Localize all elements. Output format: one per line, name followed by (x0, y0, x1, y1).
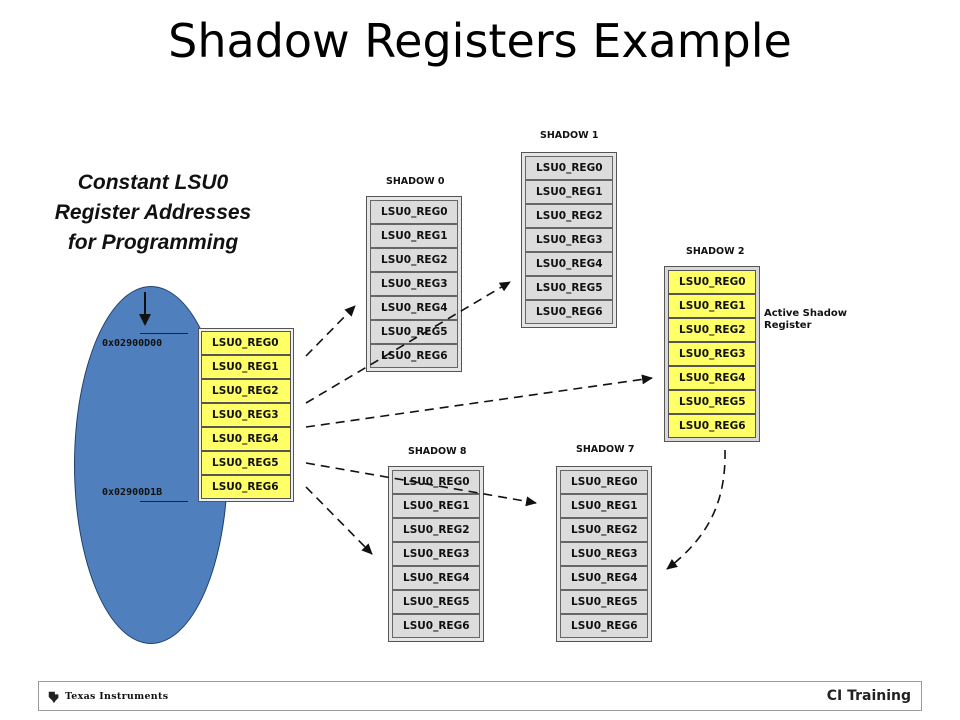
end-address-line (140, 501, 188, 502)
shadow-2-register: LSU0_REG2 (668, 318, 756, 342)
shadow-8-label: SHADOW 8 (408, 446, 467, 457)
shadow-2-register: LSU0_REG0 (668, 270, 756, 294)
brand-text: Texas Instruments (65, 691, 169, 702)
shadow-7-register: LSU0_REG6 (560, 614, 648, 638)
shadow-1-register: LSU0_REG5 (525, 276, 613, 300)
shadow-1-register: LSU0_REG2 (525, 204, 613, 228)
down-arrow-icon (144, 292, 146, 318)
active-shadow-label: Active Shadow Register (764, 308, 847, 331)
constant-register: LSU0_REG3 (201, 403, 291, 427)
constant-register: LSU0_REG0 (201, 331, 291, 355)
shadow-2-register: LSU0_REG5 (668, 390, 756, 414)
shadow-1-register: LSU0_REG6 (525, 300, 613, 324)
shadow-7-label: SHADOW 7 (576, 444, 635, 455)
arrow-to-shadow-0 (305, 305, 356, 357)
shadow-2-stack: LSU0_REG0 LSU0_REG1 LSU0_REG2 LSU0_REG3 … (664, 266, 760, 442)
constant-register: LSU0_REG6 (201, 475, 291, 499)
shadow-8-register: LSU0_REG0 (392, 470, 480, 494)
start-address-line (140, 333, 188, 334)
footer-bar: Texas Instruments CI Training (38, 681, 922, 711)
shadow-7-register: LSU0_REG3 (560, 542, 648, 566)
arrow-shadow-2-to-shadow-7 (666, 449, 726, 570)
page-title: Shadow Registers Example (168, 14, 792, 68)
shadow-1-label: SHADOW 1 (540, 130, 599, 141)
shadow-1-register: LSU0_REG4 (525, 252, 613, 276)
texas-instruments-logo-icon (48, 691, 59, 704)
shadow-0-register: LSU0_REG3 (370, 272, 458, 296)
shadow-8-stack: LSU0_REG0 LSU0_REG1 LSU0_REG2 LSU0_REG3 … (388, 466, 484, 642)
shadow-2-register: LSU0_REG3 (668, 342, 756, 366)
down-arrow-head-icon (139, 314, 151, 326)
shadow-1-stack: LSU0_REG0 LSU0_REG1 LSU0_REG2 LSU0_REG3 … (521, 152, 617, 328)
shadow-2-register: LSU0_REG1 (668, 294, 756, 318)
shadow-1-register: LSU0_REG3 (525, 228, 613, 252)
shadow-1-register: LSU0_REG1 (525, 180, 613, 204)
shadow-0-register: LSU0_REG1 (370, 224, 458, 248)
arrow-to-shadow-2 (305, 374, 653, 428)
shadow-7-register: LSU0_REG2 (560, 518, 648, 542)
arrow-to-shadow-8 (305, 486, 373, 555)
constant-register-stack: LSU0_REG0 LSU0_REG1 LSU0_REG2 LSU0_REG3 … (198, 328, 294, 502)
shadow-0-register: LSU0_REG5 (370, 320, 458, 344)
shadow-7-register: LSU0_REG0 (560, 470, 648, 494)
shadow-7-stack: LSU0_REG0 LSU0_REG1 LSU0_REG2 LSU0_REG3 … (556, 466, 652, 642)
shadow-0-register: LSU0_REG4 (370, 296, 458, 320)
shadow-7-register: LSU0_REG5 (560, 590, 648, 614)
shadow-7-register: LSU0_REG1 (560, 494, 648, 518)
constant-addresses-caption: Constant LSU0 Register Addresses for Pro… (54, 171, 252, 254)
start-address: 0x02900D00 (102, 338, 163, 349)
shadow-0-register: LSU0_REG0 (370, 200, 458, 224)
shadow-2-register: LSU0_REG6 (668, 414, 756, 438)
ci-training-label: CI Training (826, 688, 911, 704)
shadow-0-label: SHADOW 0 (386, 176, 445, 187)
arrow-to-shadow-1 (305, 281, 511, 404)
shadow-8-register: LSU0_REG5 (392, 590, 480, 614)
constant-register: LSU0_REG4 (201, 427, 291, 451)
constant-register: LSU0_REG1 (201, 355, 291, 379)
shadow-2-label: SHADOW 2 (686, 246, 745, 257)
arrow-to-shadow-7 (305, 462, 537, 507)
shadow-8-register: LSU0_REG2 (392, 518, 480, 542)
shadow-1-register: LSU0_REG0 (525, 156, 613, 180)
shadow-8-register: LSU0_REG1 (392, 494, 480, 518)
shadow-8-register: LSU0_REG3 (392, 542, 480, 566)
shadow-2-register: LSU0_REG4 (668, 366, 756, 390)
shadow-0-register: LSU0_REG2 (370, 248, 458, 272)
end-address: 0x02900D1B (102, 487, 163, 498)
constant-register: LSU0_REG5 (201, 451, 291, 475)
shadow-8-register: LSU0_REG4 (392, 566, 480, 590)
shadow-7-register: LSU0_REG4 (560, 566, 648, 590)
constant-register: LSU0_REG2 (201, 379, 291, 403)
shadow-8-register: LSU0_REG6 (392, 614, 480, 638)
